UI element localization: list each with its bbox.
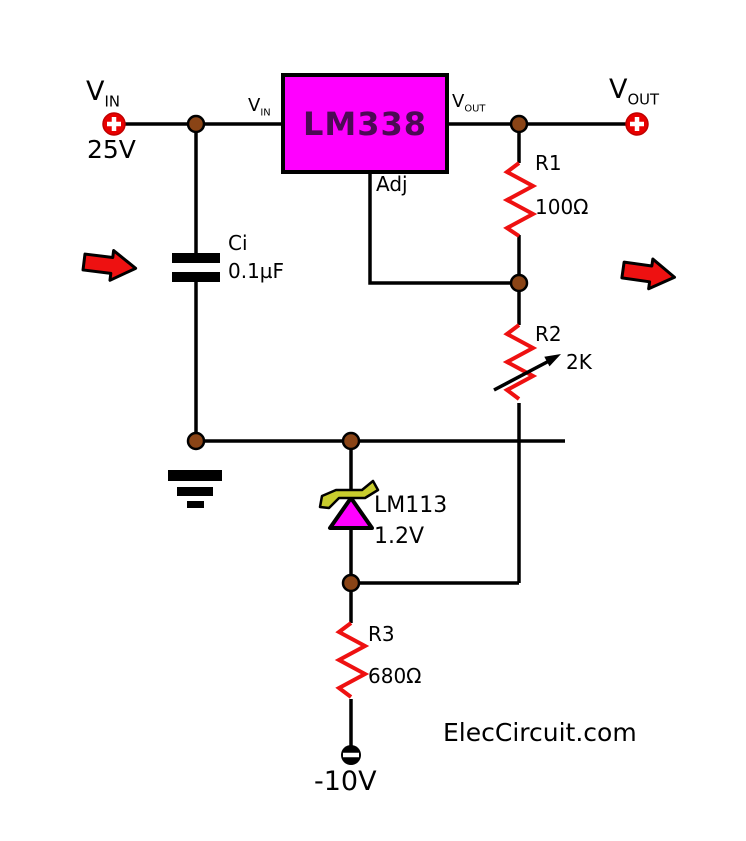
- ic-body: [281, 73, 449, 174]
- negative-terminal-icon: [341, 745, 361, 765]
- d1-value: 1.2V: [374, 524, 425, 549]
- zener-diode-symbol: [318, 479, 380, 530]
- ic-pin-vin-sub: IN: [260, 107, 271, 119]
- junction-dot: [186, 114, 206, 134]
- ic-pin-vin-label: VIN: [248, 95, 271, 119]
- ground-icon: [168, 470, 222, 508]
- r1-name: R1: [535, 151, 562, 175]
- d1-name: LM113: [374, 493, 448, 518]
- vin-label-sub: IN: [104, 92, 120, 111]
- junction-dot: [341, 573, 361, 593]
- junction-dot: [509, 273, 529, 293]
- ic-pin-vout-main: V: [452, 91, 465, 112]
- ci-name: Ci: [228, 231, 248, 255]
- potentiometer-r2-symbol: [493, 323, 561, 401]
- vout-label-sub: OUT: [627, 90, 660, 109]
- r2-value: 2K: [566, 350, 592, 374]
- junction-dot: [186, 431, 206, 451]
- vin-terminal-icon: [102, 112, 126, 136]
- vin-label-main: V: [86, 76, 105, 107]
- junction-dot: [509, 114, 529, 134]
- ic-pin-adj-label: Adj: [376, 172, 408, 196]
- r3-value: 680Ω: [368, 664, 422, 688]
- ic-pin-vout-label: VOUT: [452, 91, 486, 115]
- capacitor-symbol: [172, 253, 220, 282]
- junction-dot: [341, 431, 361, 451]
- ic-pin-vin-main: V: [248, 95, 261, 116]
- resistor-r1-symbol: [502, 161, 538, 238]
- r1-value: 100Ω: [535, 195, 589, 219]
- vout-terminal-icon: [625, 112, 649, 136]
- vin-voltage: 25V: [87, 135, 136, 164]
- watermark: ElecCircuit.com: [443, 718, 637, 747]
- r3-name: R3: [368, 622, 395, 646]
- flow-arrow-right-icon: [620, 257, 676, 291]
- ci-value: 0.1µF: [228, 259, 285, 283]
- r2-name: R2: [535, 322, 562, 346]
- ic-name: LM338: [302, 104, 428, 143]
- vout-label-main: V: [609, 74, 628, 105]
- vout-label: VOUT: [609, 74, 660, 109]
- ic-pin-vout-sub: OUT: [464, 103, 486, 115]
- vin-label: VIN: [86, 76, 120, 111]
- negative-supply-label: -10V: [314, 766, 377, 797]
- flow-arrow-left-icon: [81, 249, 138, 282]
- junction-dots: [186, 114, 529, 593]
- resistor-r3-symbol: [334, 621, 370, 699]
